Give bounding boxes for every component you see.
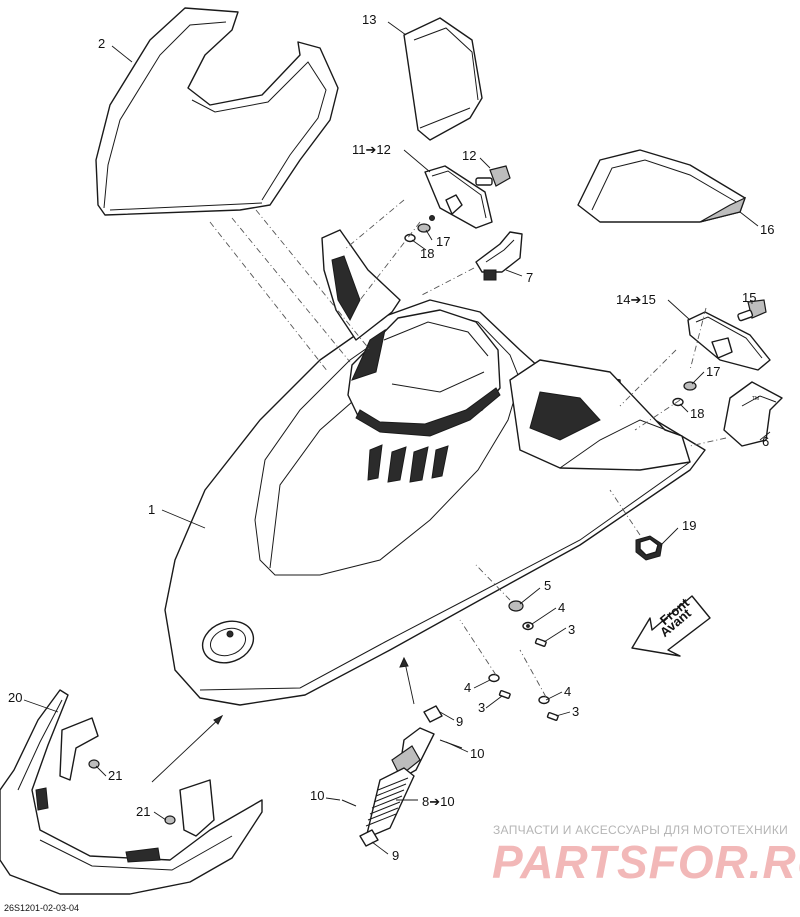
part-20-lower-bumper bbox=[0, 689, 263, 895]
alignment-lines bbox=[209, 199, 727, 698]
callout-18-right: 18 bbox=[690, 406, 704, 421]
callout-14-15: 14➔15 bbox=[616, 292, 656, 307]
callout-2: 2 bbox=[98, 36, 105, 51]
callout-6: 6 bbox=[762, 434, 769, 449]
callout-21-b: 21 bbox=[136, 804, 150, 819]
callout-18-upper: 18 bbox=[420, 246, 434, 261]
callout-5: 5 bbox=[544, 578, 551, 593]
callout-9-lower: 9 bbox=[392, 848, 399, 863]
callout-8-10: 8➔10 bbox=[422, 794, 455, 809]
part-12-knob bbox=[475, 165, 511, 187]
part-8-gas-strut bbox=[341, 705, 463, 847]
callout-3-c: 3 bbox=[572, 704, 579, 719]
callout-17-right: 17 bbox=[706, 364, 720, 379]
drawing-id: 26S1201-02-03-04 bbox=[4, 903, 80, 913]
callout-1: 1 bbox=[148, 502, 155, 517]
front-direction-arrow: Front Avant bbox=[631, 595, 711, 657]
callout-16: 16 bbox=[760, 222, 774, 237]
watermark-brand: PARTSFOR.RU bbox=[492, 836, 800, 888]
callout-leaders bbox=[23, 21, 771, 855]
callout-3-a: 3 bbox=[568, 622, 575, 637]
callout-19: 19 bbox=[682, 518, 696, 533]
part-19-grommet bbox=[635, 535, 663, 561]
hood-fasteners-right bbox=[488, 600, 559, 721]
callout-labels: 2 13 11➔12 12 17 18 7 16 14➔15 15 17 18 … bbox=[8, 12, 774, 863]
callout-10-lower: 10 bbox=[310, 788, 324, 803]
callout-7: 7 bbox=[526, 270, 533, 285]
callout-4-a: 4 bbox=[558, 600, 565, 615]
part-2-upper-panel bbox=[95, 7, 339, 216]
svg-text:TM: TM bbox=[752, 396, 759, 402]
callout-9-upper: 9 bbox=[456, 714, 463, 729]
callout-13: 13 bbox=[362, 12, 376, 27]
part-11-mirror bbox=[424, 165, 493, 229]
assembly-arrows bbox=[151, 656, 415, 783]
callout-15: 15 bbox=[742, 290, 756, 305]
part-7-bracket bbox=[475, 231, 523, 281]
callout-4-c: 4 bbox=[564, 684, 571, 699]
callout-10-upper: 10 bbox=[470, 746, 484, 761]
callout-20: 20 bbox=[8, 690, 22, 705]
part-14-mirror bbox=[687, 311, 771, 371]
part-16-side-deflector bbox=[577, 149, 747, 223]
callout-4-b: 4 bbox=[464, 680, 471, 695]
callout-3-b: 3 bbox=[478, 700, 485, 715]
callout-17-upper: 17 bbox=[436, 234, 450, 249]
callout-12: 12 bbox=[462, 148, 476, 163]
callout-21-a: 21 bbox=[108, 768, 122, 783]
part-1-hood bbox=[164, 229, 706, 706]
part-6-clip: TM bbox=[723, 381, 783, 447]
callout-11-12: 11➔12 bbox=[352, 142, 391, 157]
right-fasteners bbox=[672, 381, 697, 407]
watermark-tagline: ЗАПЧАСТИ И АКСЕССУАРЫ ДЛЯ МОТОТЕХНИКИ bbox=[493, 823, 789, 837]
part-15-knob bbox=[737, 299, 767, 322]
part-13-deflector bbox=[403, 17, 483, 141]
upper-fasteners bbox=[404, 223, 431, 243]
